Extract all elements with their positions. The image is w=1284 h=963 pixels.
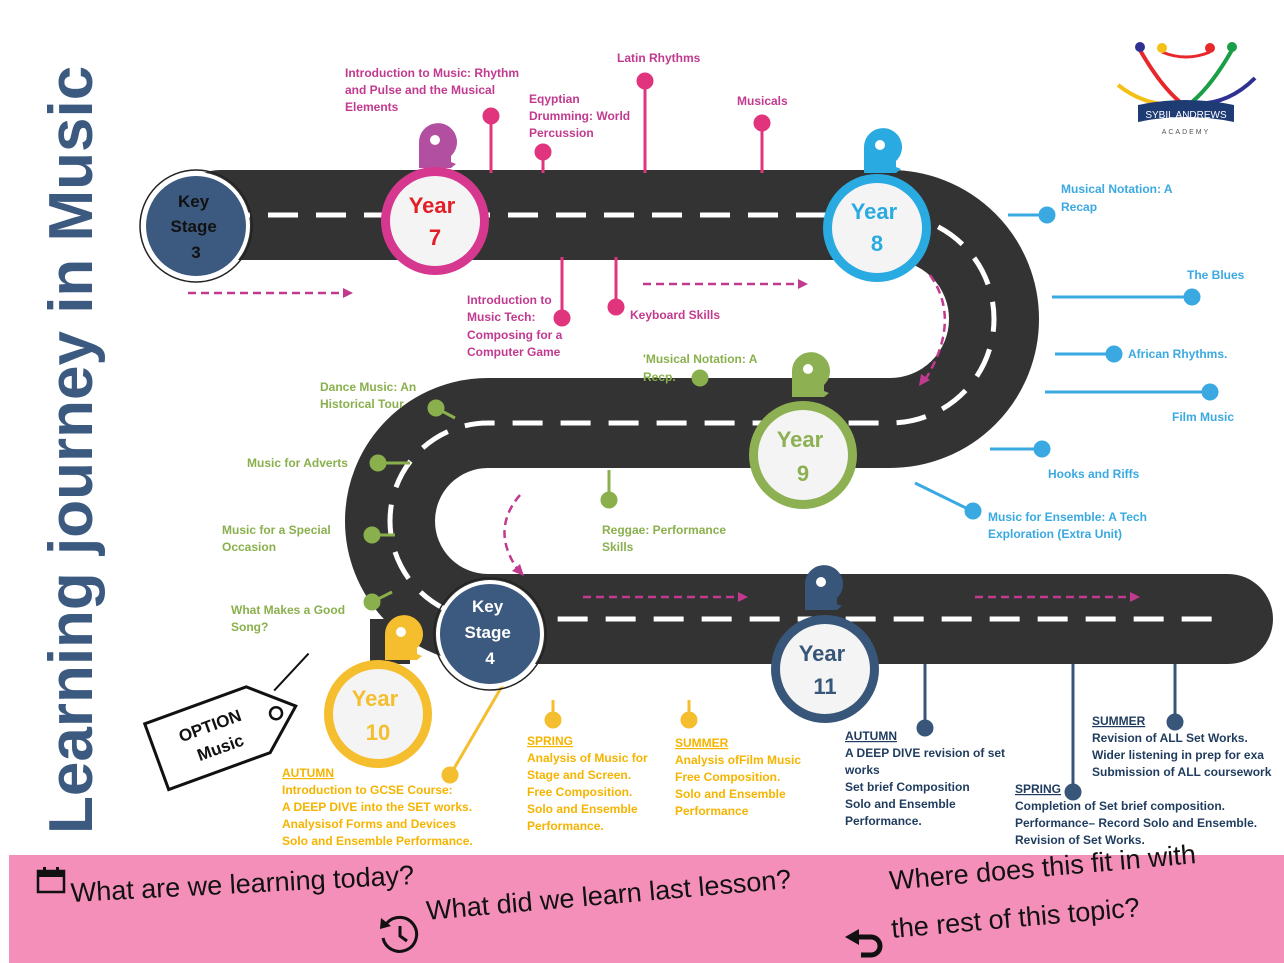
- head-icon: [792, 352, 830, 397]
- head-icon: [419, 123, 457, 168]
- y10-summer: SUMMER: [675, 736, 729, 750]
- academy-logo: SYBIL ANDREWS ACADEMY: [1116, 42, 1257, 136]
- svg-text:Key Stage 4: Key Stage 4: [464, 597, 515, 668]
- topic-african-rhythms: African Rhythms.: [1128, 347, 1227, 361]
- y10-spring: SPRING: [527, 734, 573, 748]
- arrow-heads: [343, 279, 1140, 602]
- svg-text:SYBIL ANDREWS: SYBIL ANDREWS: [1145, 110, 1227, 121]
- y9-pins: [363, 369, 709, 611]
- year-7-badge: Year 7: [381, 167, 489, 275]
- svg-text:Key Stage 3: Key Stage 3: [170, 192, 221, 262]
- year-11-badge: Year 11: [771, 615, 879, 723]
- head-icon: [385, 615, 423, 660]
- option-music-tag: OPTION Music: [142, 652, 310, 792]
- topic-hooks-riffs: Hooks and Riffs: [1048, 467, 1140, 481]
- y11-spring: SPRING: [1015, 782, 1061, 796]
- y10-autumn: AUTUMN: [282, 766, 334, 780]
- y8-pins: [914, 206, 1219, 520]
- y10-term-labels: AUTUMN Introduction to GCSE Course:A DEE…: [282, 734, 801, 848]
- page-title: Learning journey in Music: [37, 66, 106, 834]
- svg-text:Year 7: Year 7: [409, 193, 462, 250]
- y11-autumn: AUTUMN: [845, 729, 897, 743]
- calendar-icon: [36, 867, 66, 894]
- svg-text:Year 11: Year 11: [799, 641, 852, 699]
- key-stage-3-badge: Key Stage 3: [139, 169, 253, 283]
- svg-text:Year 10: Year 10: [352, 686, 405, 745]
- svg-text:ACADEMY: ACADEMY: [1162, 129, 1211, 136]
- topic-the-blues: The Blues: [1187, 268, 1245, 282]
- return-arrow-icon: [845, 929, 883, 958]
- key-stage-4-badge: Key Stage 4: [433, 577, 547, 691]
- direction-arrows: [188, 274, 1132, 599]
- y11-spring-lines: Completion of Set brief composition.Perf…: [1015, 799, 1257, 847]
- head-icon: [805, 565, 843, 610]
- y11-summer-lines: Revision of ALL Set Works.Wider listenin…: [1092, 731, 1272, 779]
- reflection-bar: [9, 855, 1284, 963]
- head-icon: [864, 128, 902, 173]
- svg-text:Year 9: Year 9: [777, 427, 830, 486]
- y11-pins: [916, 664, 1184, 801]
- history-icon: [380, 915, 419, 953]
- y7-pins: [482, 72, 771, 327]
- year-8-badge: Year 8: [823, 174, 931, 282]
- topic-keyboard-skills: Keyboard Skills: [630, 308, 720, 322]
- svg-text:Year 8: Year 8: [851, 199, 904, 256]
- year-10-badge: Year 10: [324, 660, 432, 768]
- topic-latin-rhythms: Latin Rhythms: [617, 51, 701, 65]
- topic-music-for-adverts: Music for Adverts: [247, 456, 348, 470]
- y10-autumn-lines: Introduction to GCSE Course:A DEEP DIVE …: [282, 783, 473, 848]
- year-9-badge: Year 9: [749, 401, 857, 509]
- topic-film-music: Film Music: [1172, 410, 1234, 424]
- topic-musicals: Musicals: [737, 94, 788, 108]
- y11-summer: SUMMER: [1092, 714, 1146, 728]
